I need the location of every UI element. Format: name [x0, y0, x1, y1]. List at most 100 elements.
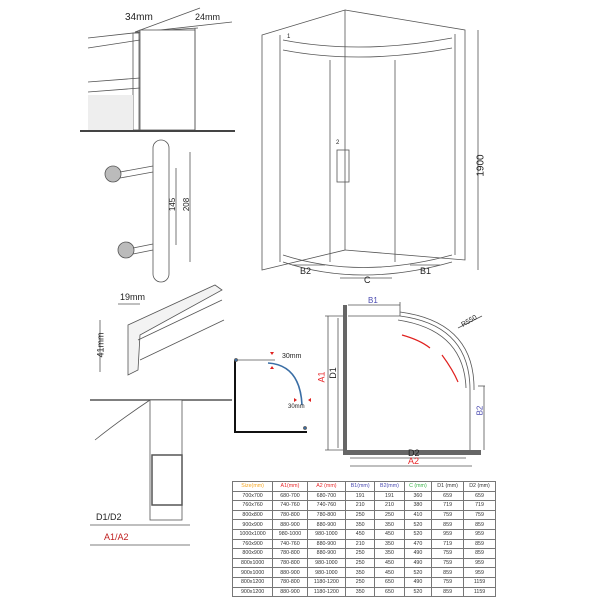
- table-cell: 759: [431, 557, 465, 569]
- handle-inner-label: 145: [168, 197, 178, 212]
- table-cell: 350: [374, 548, 405, 559]
- profile-width-label: 34mm: [125, 12, 153, 23]
- table-cell: 210: [345, 500, 376, 511]
- table-cell: 350: [374, 519, 405, 530]
- table-cell: 250: [374, 509, 405, 521]
- table-cell: 1000x1000: [231, 528, 274, 540]
- table-cell: 250: [345, 557, 376, 569]
- table-cell: 191: [345, 490, 376, 502]
- table-cell: 680-700: [272, 490, 308, 502]
- table-cell: 520: [403, 567, 433, 578]
- table-cell: 650: [374, 576, 405, 588]
- handle-detail: [104, 139, 191, 283]
- header-b1: B1(mm): [345, 481, 376, 492]
- callout-2: 2: [336, 140, 340, 146]
- header-b2: B2(mm): [374, 481, 405, 492]
- table-cell: 900x1200: [231, 586, 274, 598]
- table-cell: 490: [403, 548, 433, 559]
- table-cell: 191: [374, 490, 405, 502]
- table-cell: 800x800: [231, 509, 274, 521]
- table-cell: 450: [374, 557, 405, 569]
- table-cell: 700x700: [231, 490, 274, 502]
- table-cell: 800x1200: [231, 576, 274, 588]
- enclosure-c-label: C: [364, 275, 371, 285]
- table-cell: 760x900: [231, 538, 274, 550]
- plan-view: [325, 302, 485, 467]
- table-header-row: Size(mm) A1(mm) A2 (mm) B1(mm) B2(mm) C …: [231, 481, 496, 492]
- table-cell: 780-800: [272, 557, 308, 569]
- enclosure-3d: [261, 9, 479, 279]
- table-cell: 1159: [463, 576, 496, 588]
- table-cell: 450: [374, 567, 405, 578]
- table-cell: 800x900: [231, 548, 274, 559]
- table-cell: 759: [463, 509, 496, 521]
- plan-b1-label: B1: [368, 296, 378, 305]
- table-cell: 210: [345, 538, 376, 550]
- profile-bottom-width-label: 19mm: [120, 292, 146, 302]
- table-cell: 680-700: [306, 490, 347, 502]
- table-cell: 250: [345, 548, 376, 559]
- table-cell: 450: [374, 528, 405, 540]
- header-d1: D1 (mm): [431, 481, 465, 492]
- table-cell: 1180-1200: [306, 576, 347, 588]
- table-cell: 759: [431, 548, 465, 559]
- table-cell: 1180-1200: [306, 586, 347, 598]
- base-a-label: A1/A2: [104, 532, 129, 542]
- plan-a1-label: A1: [316, 371, 327, 383]
- table-cell: 520: [403, 528, 433, 540]
- table-cell: 959: [463, 528, 496, 540]
- table-cell: 780-800: [272, 576, 308, 588]
- table-cell: 859: [463, 548, 496, 559]
- table-cell: 980-1000: [306, 528, 347, 540]
- table-cell: 740-760: [272, 538, 308, 550]
- table-cell: 780-800: [272, 509, 308, 521]
- enclosure-b2-label: B2: [300, 266, 312, 276]
- table-cell: 659: [463, 490, 496, 502]
- header-size: Size(mm): [231, 481, 274, 492]
- profile-depth-label: 24mm: [195, 12, 221, 22]
- table-cell: 959: [463, 557, 496, 569]
- table-cell: 1159: [463, 586, 496, 598]
- plan-d2-label: D2: [408, 448, 420, 458]
- table-cell: 780-800: [272, 548, 308, 559]
- table-cell: 350: [345, 519, 376, 530]
- small-plan-top-offset: 30mm: [282, 353, 302, 360]
- plan-a2-label: A2: [408, 456, 420, 466]
- plan-d1-label: D1: [327, 367, 338, 379]
- enclosure-b1-label: B1: [420, 266, 432, 276]
- callout-1: 1: [287, 34, 291, 40]
- header-d2: D2 (mm): [463, 481, 496, 492]
- table-cell: 800x1000: [231, 557, 274, 569]
- table-cell: 900x1000: [231, 567, 274, 578]
- handle-outer-label: 208: [182, 197, 192, 212]
- table-cell: 880-900: [272, 586, 308, 598]
- table-cell: 450: [345, 528, 376, 540]
- table-cell: 470: [403, 538, 433, 550]
- table-cell: 719: [463, 500, 496, 511]
- table-cell: 210: [374, 500, 405, 511]
- plan-b2-label: B2: [475, 405, 485, 416]
- table-cell: 719: [431, 538, 465, 550]
- base-d-label: D1/D2: [96, 512, 122, 522]
- table-cell: 959: [431, 528, 465, 540]
- profile-bottom-height-label: 41mm: [95, 332, 106, 358]
- bottom-profile-detail: [99, 284, 225, 376]
- table-cell: 350: [374, 538, 405, 550]
- base-section-detail: [90, 399, 232, 546]
- table-cell: 900x900: [231, 519, 274, 530]
- small-plan-side-offset: 30mm: [288, 404, 305, 410]
- table-cell: 780-800: [306, 509, 347, 521]
- table-cell: 880-900: [306, 538, 347, 550]
- header-a2: A2 (mm): [306, 481, 347, 492]
- header-a1: A1(mm): [272, 481, 308, 492]
- table-cell: 859: [463, 519, 496, 530]
